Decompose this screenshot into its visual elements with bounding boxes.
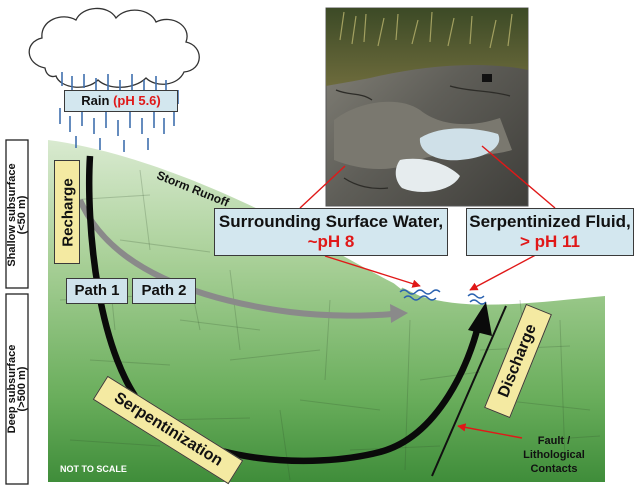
path-2-label: Path 2 [132, 278, 196, 304]
shallow-text-2: (<50 m) [16, 195, 28, 235]
rain-text: Rain [81, 93, 110, 108]
surface-water-arrow [324, 255, 421, 288]
fault-label: Fault / Lithological Contacts [512, 434, 596, 476]
path-2-arrowhead [390, 304, 408, 323]
fault-arrow [457, 423, 523, 439]
shallow-subsurface-label: Shallow subsurface (<50 m) [6, 141, 28, 289]
cloud-icon [28, 7, 200, 88]
path-1-arrowhead [468, 302, 492, 336]
fault-text-2: Lithological [523, 449, 585, 461]
rain-label: Rain (pH 5.6) [64, 90, 178, 112]
serpentinized-fluid-label: Serpentinized Fluid, > pH 11 [466, 208, 634, 256]
deep-text-2: (>500 m) [16, 366, 28, 412]
photo-pointer-right [481, 145, 556, 209]
path-1-label: Path 1 [66, 278, 128, 304]
surface-water-icon [399, 289, 487, 305]
field-photo [325, 7, 529, 207]
surface-water-ph: ~pH 8 [307, 232, 355, 251]
recharge-text: Recharge [59, 178, 77, 247]
serpentinized-fluid-arrow [469, 249, 546, 291]
not-to-scale-label: NOT TO SCALE [60, 464, 127, 474]
deep-bracket [5, 293, 29, 485]
serpentinized-fluid-title: Serpentinized Fluid, [469, 212, 631, 231]
fault-line [431, 305, 507, 477]
serpentinized-fluid-ph: > pH 11 [519, 232, 580, 251]
rain-ph-text: (pH 5.6) [113, 93, 161, 108]
surface-water-label: Surrounding Surface Water, ~pH 8 [214, 208, 448, 256]
shallow-bracket [5, 139, 29, 289]
recharge-label: Recharge [54, 160, 80, 264]
photo-pointer-left [299, 165, 346, 209]
deep-subsurface-label: Deep subsurface (>500 m) [6, 294, 28, 484]
fault-text-3: Contacts [530, 463, 578, 475]
surface-water-title: Surrounding Surface Water, [218, 212, 444, 231]
path-2-arrow [77, 198, 393, 319]
fault-text-1: Fault / [537, 435, 571, 447]
